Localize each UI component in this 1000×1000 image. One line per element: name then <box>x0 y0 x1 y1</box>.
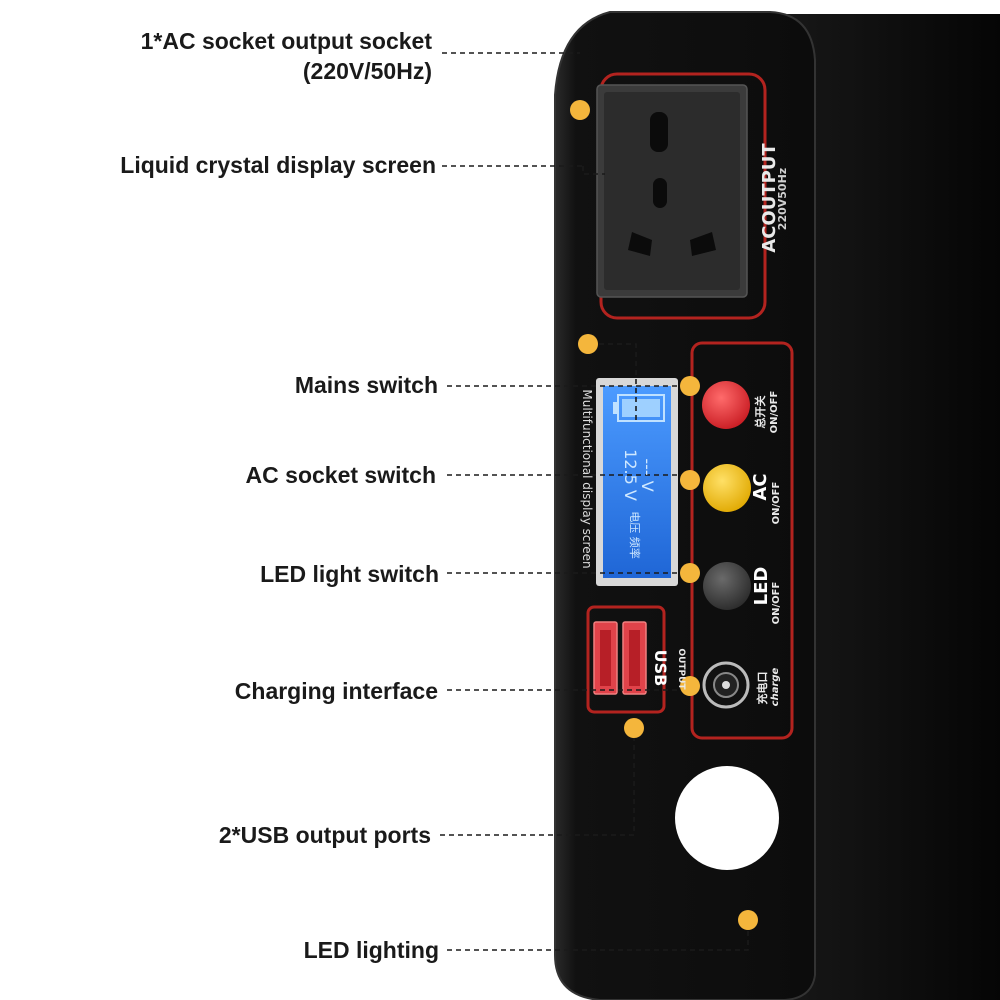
ac-socket-face <box>604 92 740 290</box>
callout-mains-switch: Mains switch <box>294 372 438 398</box>
led-label-en: ON/OFF <box>771 581 782 625</box>
mains-label-cn: 总开关 <box>754 395 767 429</box>
callout-ac-socket: 1*AC socket output socket (220V/50Hz) <box>141 26 432 86</box>
callout-dots <box>570 100 758 930</box>
mains-label-en: ON/OFF <box>769 390 780 434</box>
mains-button <box>702 381 750 429</box>
charge-label-en: charge <box>770 667 781 707</box>
usb-panel-outline <box>586 605 666 714</box>
ac-panel-spec: 220V50Hz <box>776 167 789 231</box>
usb-label: USB <box>651 649 670 687</box>
socket-hole-top <box>650 112 668 152</box>
lcd-screen <box>603 386 671 578</box>
controls-panel-outline <box>690 341 794 740</box>
ac-label: AC <box>750 473 771 501</box>
socket-hole-mid <box>653 178 667 208</box>
callout-ac-socket-line2: (220V/50Hz) <box>302 58 432 84</box>
callout-usb: 2*USB output ports <box>218 822 431 848</box>
lcd-readout-3: 电压 频率 <box>628 511 641 559</box>
ac-label-en: ON/OFF <box>771 481 782 525</box>
socket-hole-right <box>690 232 716 256</box>
ac-button <box>703 464 751 512</box>
display-caption: Multifunctional display screen <box>580 389 594 569</box>
callout-charging: Charging interface <box>234 678 438 704</box>
socket-hole-left <box>628 232 652 256</box>
callout-ac-socket-line1: 1*AC socket output socket <box>140 28 432 54</box>
callout-lcd: Liquid crystal display screen <box>120 152 436 178</box>
led-light <box>675 766 779 870</box>
connector-lines <box>440 52 749 951</box>
usb-sublabel: OUTPUT <box>676 648 686 690</box>
callout-led-switch: LED light switch <box>260 561 439 587</box>
callout-ac-switch: AC socket switch <box>245 462 436 488</box>
led-button <box>703 562 751 610</box>
callout-led-lighting: LED lighting <box>303 937 439 963</box>
